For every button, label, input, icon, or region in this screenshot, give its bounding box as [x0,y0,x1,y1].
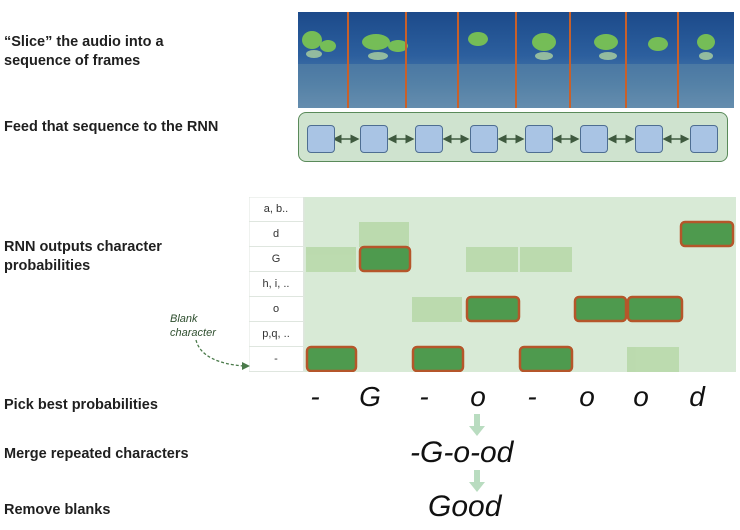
rnn-cell [470,125,498,153]
rnn-cell [525,125,553,153]
final-word: Good [428,490,502,523]
best-char: - [527,381,537,412]
step-slice-label: “Slice” the audio into a sequence of fra… [4,34,164,69]
row-label: h, i, .. [249,272,304,297]
rnn-cell [635,125,663,153]
row-label: a, b.. [249,197,304,222]
rnn-cell [690,125,718,153]
row-label: o [249,297,304,322]
row-label: p,q, .. [249,322,304,347]
step-outputs-label: RNN outputs character probabilities [4,239,162,274]
row-label: d [249,222,304,247]
row-label: - [249,347,304,372]
probability-grid-graphic [249,197,736,372]
audio-spectrogram [298,12,734,108]
rnn-cell [580,125,608,153]
down-arrow-icon [469,470,485,492]
rnn-cell [307,125,335,153]
step-pick-label: Pick best probabilities [4,397,158,413]
rnn-cell [360,125,388,153]
row-label: G [249,247,304,272]
rnn-connections [332,134,690,144]
spectrogram-graphic [298,12,734,108]
rnn-container [298,112,728,162]
best-char: o [470,381,486,412]
best-char: - [310,381,320,412]
rnn-cell [415,125,443,153]
down-arrow-icon [469,414,485,436]
best-char: d [689,381,705,412]
merged-sequence: -G-o-od [410,436,514,469]
blank-pointer-arrow [195,339,250,370]
best-char: G [359,381,381,412]
probability-grid: a, b.. d G h, i, .. o p,q, .. - [249,197,736,372]
best-char: - [419,381,429,412]
best-char: o [579,381,595,412]
best-char: o [633,381,649,412]
step-merge-label: Merge repeated characters [4,446,189,462]
blank-character-note: Blank character [170,313,216,339]
step-remove-label: Remove blanks [4,502,111,518]
step-feed-label: Feed that sequence to the RNN [4,119,219,135]
